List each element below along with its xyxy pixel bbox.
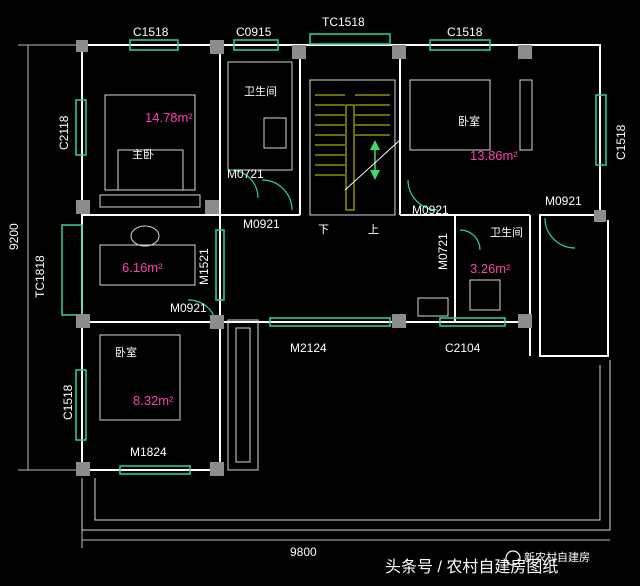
room-bathroom-right: 卫生间 [490, 225, 523, 239]
label-c1518-right: C1518 [614, 124, 628, 160]
label-m0721-left: M0721 [227, 167, 264, 181]
room-labels: 卫生间 主卧 卧室 卫生间 卧室 下 上 [115, 84, 523, 359]
dimension-width: 9800 [290, 545, 317, 559]
label-tc1818: TC1818 [33, 255, 47, 298]
watermark-text: 头条号 / 农村自建房图纸 [385, 558, 558, 576]
area-bedroom-lower: 8.32m² [133, 393, 174, 408]
area-study: 6.16m² [122, 260, 163, 275]
watermark: 头条号 / 农村自建房图纸 新农村自建房 [385, 550, 590, 576]
label-c1518-top-right: C1518 [447, 25, 483, 39]
dimension-height: 9200 [7, 223, 21, 250]
staircase [309, 79, 401, 216]
label-c1518-top-left: C1518 [133, 25, 169, 39]
room-master-bedroom: 主卧 [132, 148, 154, 161]
room-areas: 14.78m² 13.86m² 6.16m² 3.26m² 8.32m² [122, 110, 518, 408]
bottom-dimension-line [81, 490, 610, 548]
area-master-bedroom: 14.78m² [145, 110, 193, 125]
watermark-account: 新农村自建房 [524, 550, 590, 564]
label-c2118: C2118 [57, 115, 71, 150]
doors [187, 169, 576, 323]
left-dimension-line [18, 44, 80, 471]
label-m0921-right: M0921 [545, 194, 582, 208]
room-bedroom-right: 卧室 [458, 114, 480, 128]
label-m0921-lower: M0921 [170, 301, 207, 315]
label-c1518-left-lower: C1518 [61, 384, 75, 420]
stair-down-label: 下 [318, 224, 329, 236]
windows [61, 33, 607, 475]
label-m0921-center-left: M0921 [243, 217, 280, 231]
label-m1824: M1824 [130, 445, 167, 459]
label-m0721-right: M0721 [436, 233, 450, 270]
label-m1521: M1521 [197, 248, 211, 285]
label-m0921-center-right: M0921 [412, 203, 449, 217]
furniture [99, 79, 533, 421]
opening-labels: C1518 C0915 TC1518 C1518 C2118 C1518 M07… [33, 15, 628, 459]
label-m2124: M2124 [290, 341, 327, 355]
room-bedroom-lower: 卧室 [115, 345, 137, 359]
label-c0915: C0915 [236, 25, 272, 39]
area-bathroom-right: 3.26m² [470, 261, 511, 276]
label-c2104: C2104 [445, 341, 481, 355]
room-bathroom-top: 卫生间 [244, 84, 277, 98]
label-tc1518-top: TC1518 [322, 15, 365, 29]
structural-columns [76, 40, 606, 476]
outer-walls [81, 44, 611, 531]
area-bedroom-right: 13.86m² [470, 148, 518, 163]
inner-walls [82, 45, 456, 471]
stair-up-label: 上 [368, 223, 379, 236]
